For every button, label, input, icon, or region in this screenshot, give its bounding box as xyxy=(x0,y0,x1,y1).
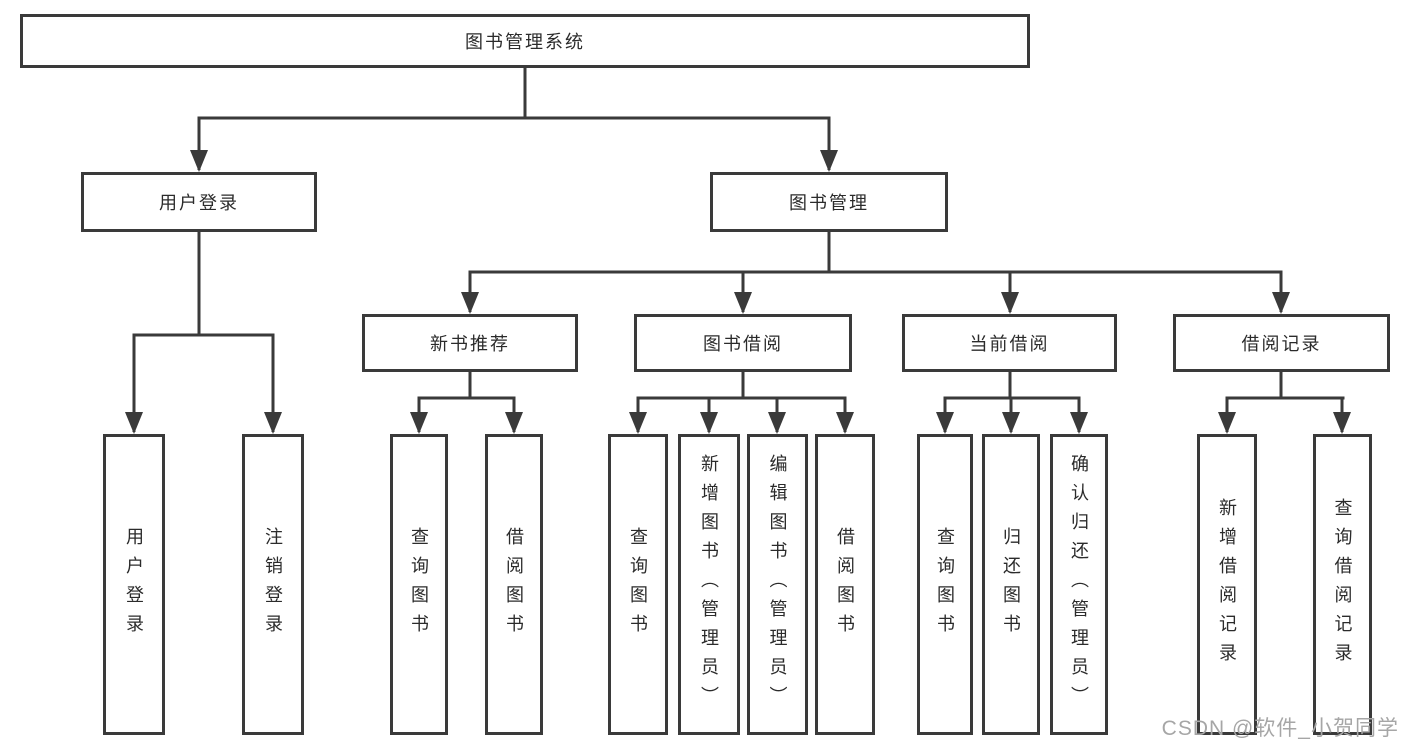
leaf-cb-confirm-return-admin: 确认归还（管理员） xyxy=(1050,434,1108,735)
leaf-br-add-borrow-record: 新增借阅记录 xyxy=(1197,434,1257,735)
leaf-bb-query-books: 查询图书 xyxy=(608,434,668,735)
leaf-cb-query-books: 查询图书 xyxy=(917,434,973,735)
node-new-book-recommend: 新书推荐 xyxy=(362,314,578,372)
leaf-nbr-borrow-books: 借阅图书 xyxy=(485,434,543,735)
csdn-watermark: CSDN @软件_小贺同学 xyxy=(1161,717,1399,740)
leaf-cb-return-books: 归还图书 xyxy=(982,434,1040,735)
node-book-management: 图书管理 xyxy=(710,172,948,232)
node-current-borrowing: 当前借阅 xyxy=(902,314,1117,372)
leaf-br-query-borrow-record: 查询借阅记录 xyxy=(1313,434,1372,735)
leaf-bb-add-books-admin: 新增图书（管理员） xyxy=(678,434,740,735)
node-user-login: 用户登录 xyxy=(81,172,317,232)
node-root-library-system: 图书管理系统 xyxy=(20,14,1030,68)
leaf-bb-edit-books-admin: 编辑图书（管理员） xyxy=(747,434,808,735)
leaf-nbr-query-books: 查询图书 xyxy=(390,434,448,735)
node-borrowing-records: 借阅记录 xyxy=(1173,314,1390,372)
leaf-user-login: 用户登录 xyxy=(103,434,165,735)
leaf-logout: 注销登录 xyxy=(242,434,304,735)
node-book-borrowing: 图书借阅 xyxy=(634,314,852,372)
leaf-bb-borrow-books: 借阅图书 xyxy=(815,434,875,735)
